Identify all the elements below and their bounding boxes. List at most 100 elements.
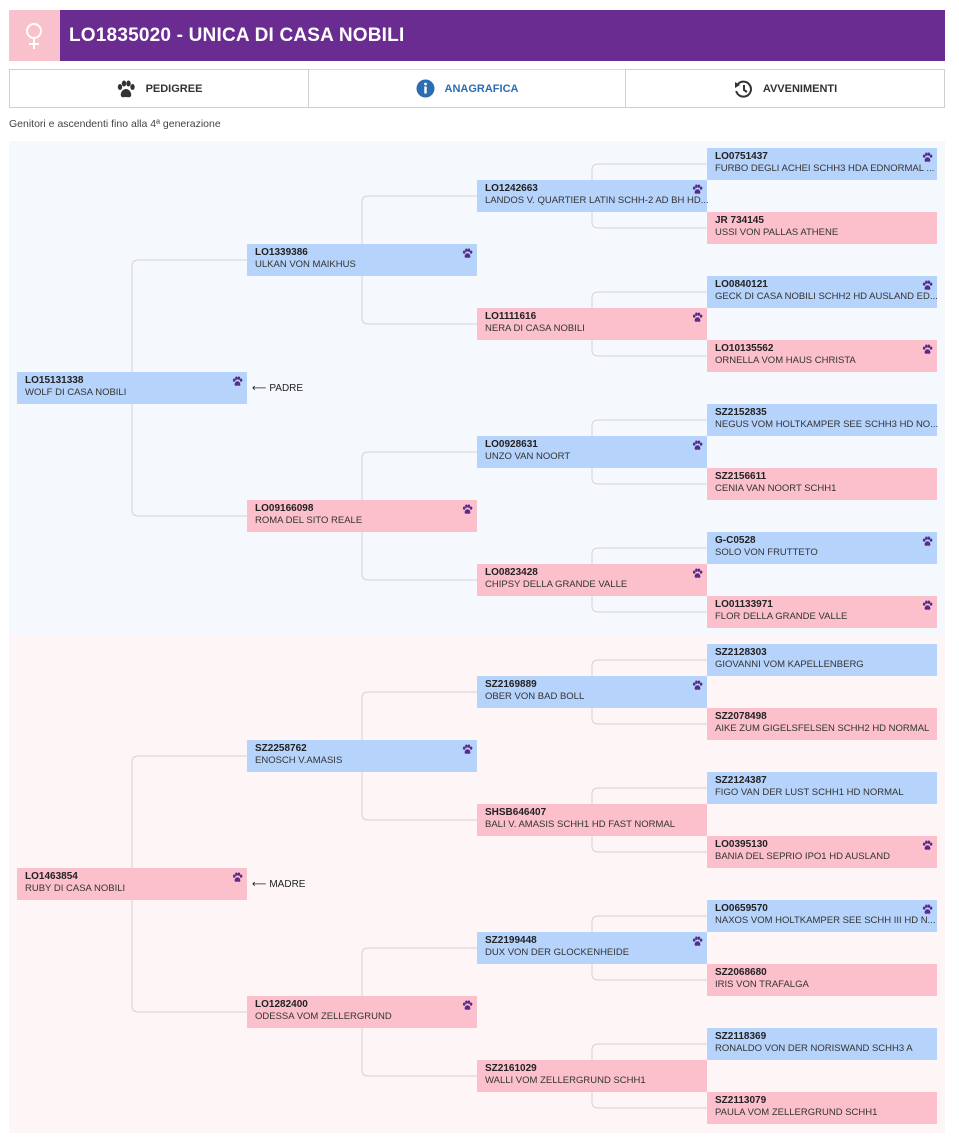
dog-registration-code: SZ2128303 (715, 647, 767, 658)
tab-anagrafica-label: ANAGRAFICA (444, 82, 519, 95)
paw-icon[interactable] (692, 184, 703, 195)
dog-registration-code: LO0840121 (715, 279, 768, 290)
dog-registration-code: SZ2156611 (715, 471, 767, 482)
dog-registration-code: SZ2161029 (485, 1063, 537, 1074)
tab-avvenimenti-label: AVVENIMENTI (762, 83, 838, 95)
dog-name: BALI V. AMASIS SCHH1 HD FAST NORMAL (485, 819, 676, 830)
dog-name: ORNELLA VOM HAUS CHRISTA (715, 355, 856, 366)
paw-icon[interactable] (922, 904, 933, 915)
dog-name: ODESSA VOM ZELLERGRUND (255, 1011, 392, 1022)
paw-icon[interactable] (462, 504, 473, 515)
tab-avvenimenti[interactable]: AVVENIMENTI (625, 69, 945, 108)
dog-name: UNZO VAN NOORT (485, 451, 571, 462)
dog-name: FIGO VAN DER LUST SCHH1 HD NORMAL (715, 787, 904, 798)
dog-registration-code: LO0659570 (715, 903, 768, 914)
paw-icon[interactable] (922, 840, 933, 851)
paw-icon[interactable] (922, 600, 933, 611)
dog-name: NERA DI CASA NOBILI (485, 323, 585, 334)
arrow-left-icon: ⟵ (252, 383, 267, 394)
dog-registration-code: LO1282400 (255, 999, 308, 1010)
dog-registration-code: LO01133971 (715, 599, 773, 610)
page-header: LO1835020 - UNICA DI CASA NOBILI (9, 10, 945, 61)
paw-icon[interactable] (692, 680, 703, 691)
dog-registration-code: LO1463854 (25, 871, 78, 882)
paw-icon[interactable] (922, 536, 933, 547)
paw-icon[interactable] (232, 376, 243, 387)
paw-icon[interactable] (462, 248, 473, 259)
father-label-text: PADRE (269, 383, 304, 394)
father-label: ⟵ PADRE (252, 383, 303, 394)
pedigree-subtitle: Genitori e ascendenti fino alla 4ª gener… (9, 118, 221, 130)
dog-registration-code: LO0823428 (485, 567, 538, 578)
tab-anagrafica[interactable]: ANAGRAFICA (308, 69, 626, 108)
mother-label-text: MADRE (269, 879, 306, 890)
paw-icon[interactable] (692, 936, 703, 947)
paw-icon[interactable] (692, 312, 703, 323)
dog-registration-code: LO0928631 (485, 439, 538, 450)
tab-pedigree[interactable]: PEDIGREE (9, 69, 309, 108)
history-icon (734, 80, 752, 98)
info-icon (416, 79, 435, 98)
paw-icon[interactable] (922, 280, 933, 291)
dog-registration-code: SZ2169889 (485, 679, 537, 690)
dog-name: RONALDO VON DER NORISWAND SCHH3 A (715, 1043, 913, 1054)
dog-registration-code: SZ2078498 (715, 711, 767, 722)
dog-name: FLOR DELLA GRANDE VALLE (715, 611, 848, 622)
dog-name: NAXOS VOM HOLTKAMPER SEE SCHH III HD N..… (715, 915, 936, 926)
dog-name: ULKAN VON MAIKHUS (255, 259, 356, 270)
dog-name: WALLI VOM ZELLERGRUND SCHH1 (485, 1075, 646, 1086)
paw-icon[interactable] (922, 152, 933, 163)
paw-icon[interactable] (922, 344, 933, 355)
dog-name: GIOVANNI VOM KAPELLENBERG (715, 659, 864, 670)
dog-name: OBER VON BAD BOLL (485, 691, 585, 702)
dog-name: GECK DI CASA NOBILI SCHH2 HD AUSLAND ED.… (715, 291, 938, 302)
paw-icon[interactable] (692, 568, 703, 579)
paw-icon[interactable] (462, 744, 473, 755)
dog-name: NEGUS VOM HOLTKAMPER SEE SCHH3 HD NO... (715, 419, 939, 430)
tab-bar: PEDIGREE ANAGRAFICA AVVENIMENTI (9, 69, 945, 108)
paw-icon[interactable] (232, 872, 243, 883)
dog-registration-code: SZ2068680 (715, 967, 767, 978)
dog-registration-code: SZ2199448 (485, 935, 537, 946)
paw-icon[interactable] (692, 440, 703, 451)
paw-icon[interactable] (462, 1000, 473, 1011)
mother-label: ⟵ MADRE (252, 879, 305, 890)
dog-registration-code: LO0751437 (715, 151, 768, 162)
arrow-left-icon: ⟵ (252, 879, 267, 890)
dog-registration-code: SZ2118369 (715, 1031, 767, 1042)
dog-name: WOLF DI CASA NOBILI (25, 387, 127, 398)
dog-registration-code: SHSB646407 (485, 807, 547, 818)
dog-name: IRIS VON TRAFALGA (715, 979, 809, 990)
dog-registration-code: SZ2124387 (715, 775, 767, 786)
